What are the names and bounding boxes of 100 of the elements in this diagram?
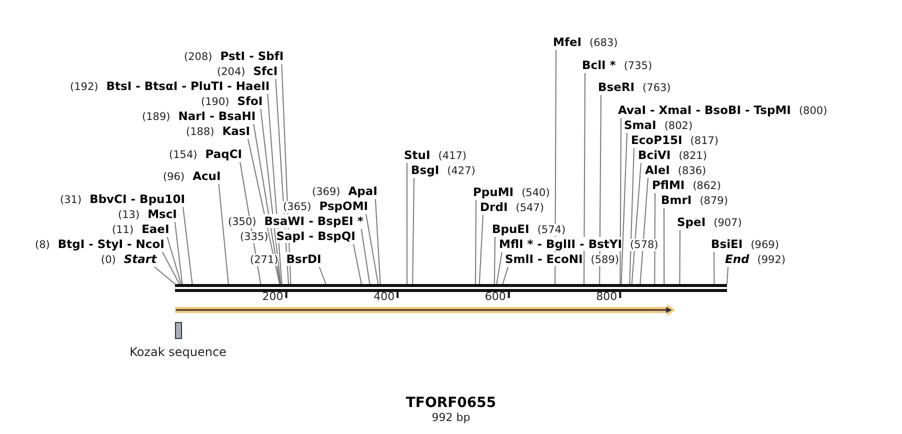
leader-line [664, 208, 665, 284]
enzyme-name: MflI * - BglII - BstYI [499, 237, 622, 251]
site-position: (836) [678, 165, 706, 177]
leader-line [318, 266, 326, 284]
site-position: (8) [35, 239, 50, 251]
leader-line [154, 266, 176, 284]
leader-line [218, 184, 229, 284]
site-position: (350) [228, 216, 256, 228]
enzyme-name: SmlI - EcoNI [505, 252, 583, 266]
site-position: (189) [142, 111, 170, 123]
enzyme-name: Start [124, 252, 157, 266]
axis-number: 600 [484, 290, 506, 303]
site-position: (208) [184, 51, 212, 63]
enzyme-name: BsiEI [711, 237, 743, 251]
site-position: (31) [60, 194, 82, 206]
site-position: (802) [664, 120, 693, 132]
map-title: TFORF0655 [404, 395, 498, 411]
enzyme-name: BsaWI - BspEI * [264, 214, 364, 228]
enzyme-name: BsgI [411, 163, 440, 177]
site-position: (589) [590, 254, 619, 266]
site-position: (271) [250, 254, 278, 266]
enzyme-name: SapI - BspQI [276, 229, 356, 243]
leader-line [406, 162, 408, 284]
site-position: (190) [201, 96, 230, 108]
site-position: (335) [240, 231, 268, 243]
leader-line [679, 230, 680, 284]
enzyme-name: PaqCI [205, 147, 242, 161]
enzyme-name: NarI - BsaHI [178, 109, 256, 123]
leader-line [496, 252, 502, 284]
leader-line [352, 244, 362, 284]
leader-line [478, 214, 484, 284]
leader-line [629, 148, 634, 284]
leader-line [494, 236, 496, 284]
enzyme-name: SfcI [253, 64, 278, 78]
enzyme-name: AcuI [192, 169, 221, 183]
enzyme-name: MfeI [553, 35, 582, 49]
enzyme-name: PpuMI [473, 185, 514, 199]
enzyme-name: AvaI - XmaI - BsoBI - TspMI [618, 103, 791, 117]
site-position: (763) [642, 82, 671, 94]
enzyme-name: BsrDI [286, 252, 322, 266]
leader-line [474, 200, 476, 284]
leader-line [502, 266, 508, 284]
leader-line [182, 206, 193, 284]
site-position: (154) [169, 149, 198, 161]
leader-line [162, 252, 180, 284]
site-position: (365) [283, 201, 312, 213]
site-position: (574) [537, 224, 566, 236]
leader-line [599, 94, 602, 284]
site-position: (969) [750, 239, 779, 251]
site-position: (800) [798, 105, 828, 117]
leader-line [260, 108, 282, 284]
enzyme-name: BtgI - StyI - NcoI [58, 237, 164, 251]
axis-number: 200 [262, 290, 284, 303]
leader-line [726, 266, 728, 284]
site-position: (204) [217, 66, 246, 78]
enzyme-name: KasI [222, 124, 250, 138]
enzyme-name: SfoI [237, 94, 263, 108]
leader-line [360, 228, 370, 284]
site-position: (96) [163, 171, 185, 183]
leader-line [253, 124, 281, 284]
site-position: (417) [438, 150, 466, 162]
enzyme-name: BmrI [661, 193, 692, 207]
leader-line [620, 132, 628, 284]
enzyme-name: BciVI [638, 148, 671, 162]
site-position: (578) [630, 239, 658, 251]
site-position: (369) [312, 186, 340, 198]
leader-line [166, 236, 182, 284]
enzyme-name: StuI [404, 148, 430, 162]
enzyme-name: EaeI [142, 222, 170, 236]
enzyme-name: BseRI [598, 80, 635, 94]
enzyme-name: ApaI [348, 184, 378, 198]
site-position: (13) [118, 209, 140, 221]
site-position: (907) [714, 217, 742, 229]
site-position: (879) [700, 195, 728, 207]
enzyme-name: SmaI [624, 118, 656, 132]
leader-line [366, 214, 379, 284]
enzyme-name: AleI [645, 163, 670, 177]
enzyme-name: PspOMI [319, 199, 368, 213]
leader-line [654, 192, 656, 284]
leader-line [584, 72, 586, 284]
leader-line [714, 252, 715, 284]
site-position: (821) [678, 150, 707, 162]
leader-line [640, 178, 648, 284]
enzyme-name: BtsI - BtsαI - PluTI - HaeII [106, 79, 270, 93]
leader-line [631, 162, 642, 284]
enzyme-name: SpeI [677, 215, 706, 229]
enzyme-name: BclI * [582, 58, 616, 72]
site-position: (862) [692, 180, 721, 192]
site-position: (0) [101, 254, 116, 266]
site-position: (192) [70, 81, 98, 93]
enzyme-name: MscI [148, 207, 177, 221]
map-caption: 992 bp [430, 411, 472, 424]
leader-line [374, 198, 381, 284]
enzyme-name: EcoP15I [631, 133, 682, 147]
leader-line [174, 222, 183, 284]
site-position: (11) [112, 224, 134, 236]
site-position: (547) [516, 202, 544, 214]
site-position: (735) [624, 60, 652, 72]
enzyme-name: DrdI [480, 200, 508, 214]
enzyme-name: BpuEI [492, 222, 530, 236]
